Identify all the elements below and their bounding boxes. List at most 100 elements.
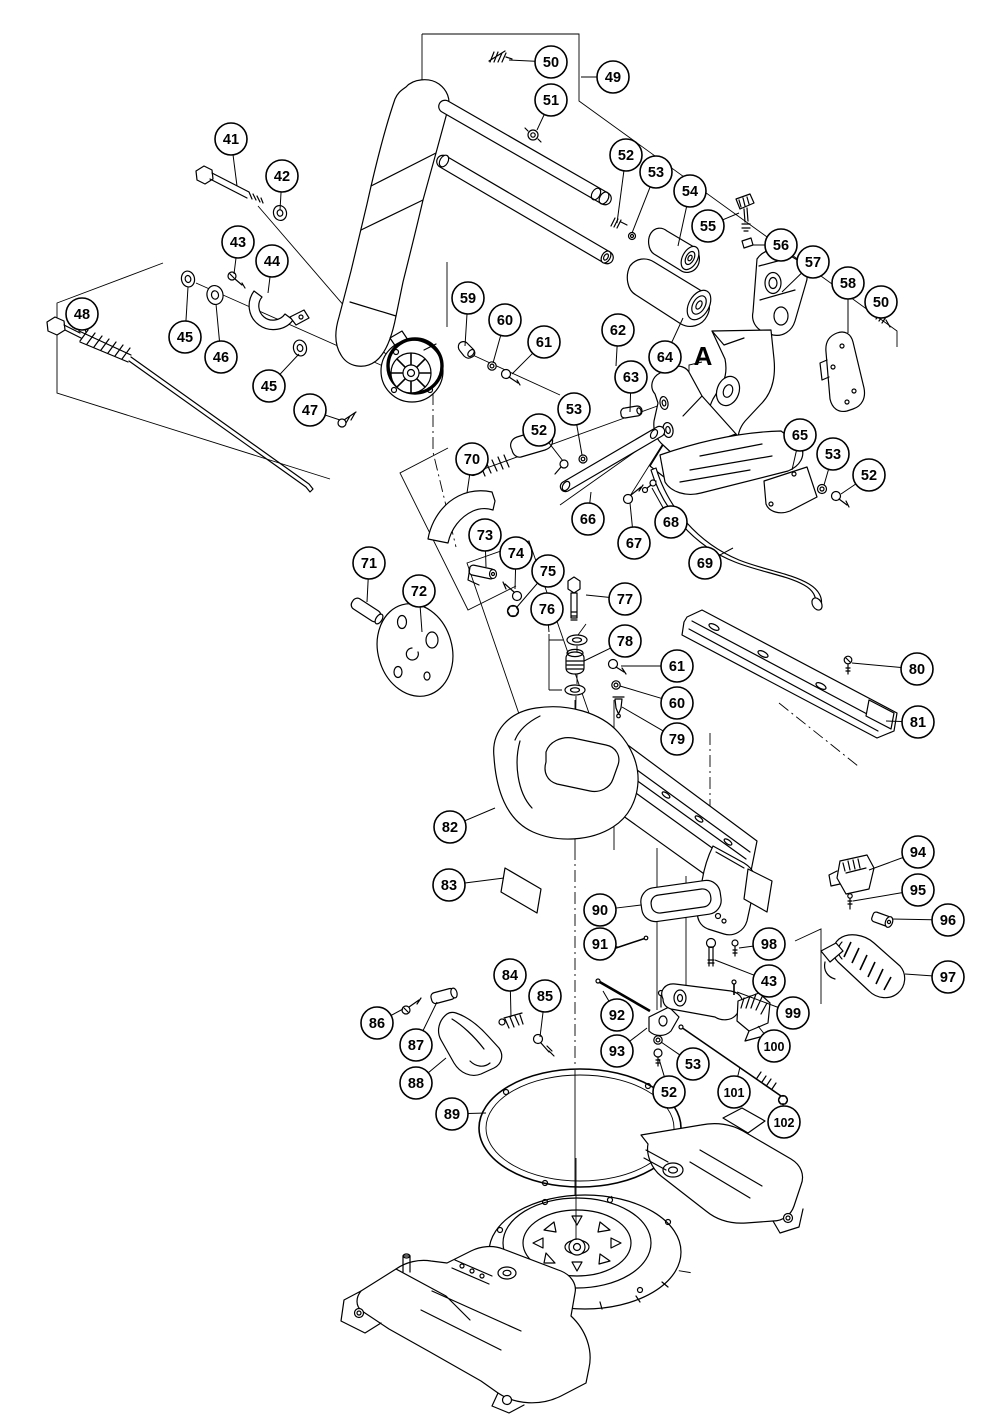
spring-screw-84 [503, 1012, 524, 1029]
leader-line-73 [484, 550, 487, 568]
leader-line-44 [267, 276, 271, 294]
callout-69: 69 [688, 546, 722, 580]
callout-75: 75 [531, 554, 565, 588]
guard-and-stack-group [350, 490, 627, 719]
callout-91: 91 [583, 927, 617, 961]
callout-99: 99 [776, 996, 810, 1030]
cover-plate-58 [825, 331, 866, 413]
callout-46: 46 [204, 340, 238, 374]
callout-53: 53 [557, 392, 591, 426]
callout-62: 62 [601, 313, 635, 347]
nut-51 [527, 129, 539, 141]
switch-94 [836, 854, 875, 895]
svg-text:43: 43 [761, 974, 777, 990]
callout-61: 61 [660, 649, 694, 683]
leader-line-94 [868, 857, 904, 871]
spring-pin-52 [610, 217, 628, 229]
leader-line-55 [722, 212, 740, 221]
leader-line-98 [738, 945, 754, 949]
leader-line-43 [714, 959, 755, 976]
leader-line-82 [464, 807, 496, 822]
callout-balloons: 4142434445464547484950515253545556575850… [65, 45, 965, 1139]
bolt-41 [195, 165, 214, 185]
leader-line-45 [279, 353, 300, 375]
washer-45b [292, 339, 308, 357]
callout-73: 73 [468, 518, 502, 552]
svg-text:50: 50 [543, 55, 559, 71]
svg-text:70: 70 [464, 452, 480, 468]
guard-clamp-44 [248, 290, 294, 331]
svg-text:53: 53 [648, 165, 664, 181]
svg-text:81: 81 [910, 715, 926, 731]
leader-line-60 [492, 335, 502, 364]
svg-text:92: 92 [609, 1008, 625, 1024]
leader-line-51 [536, 114, 545, 131]
svg-text:91: 91 [592, 937, 608, 953]
callout-45: 45 [252, 369, 286, 403]
svg-text:53: 53 [566, 402, 582, 418]
callout-85: 85 [528, 979, 562, 1013]
leader-line-69 [718, 547, 734, 556]
callout-60: 60 [660, 686, 694, 720]
callout-49: 49 [596, 60, 630, 94]
leader-line-54 [677, 206, 688, 247]
leader-line-89 [467, 1112, 487, 1115]
fence-rail-group [681, 609, 898, 739]
svg-text:86: 86 [369, 1016, 385, 1032]
leader-line-87 [422, 1001, 438, 1031]
leader-line-64 [671, 317, 684, 343]
svg-text:66: 66 [580, 512, 596, 528]
bracket-90 [640, 879, 722, 923]
callout-81: 81 [901, 705, 935, 739]
leader-line-52 [840, 483, 857, 495]
leader-line-45 [185, 286, 189, 322]
leader-line-47 [325, 414, 341, 421]
svg-text:99: 99 [785, 1006, 801, 1022]
svg-text:69: 69 [697, 556, 713, 572]
screw-61b [607, 658, 619, 670]
svg-text:43: 43 [230, 235, 246, 251]
callout-76: 76 [530, 592, 564, 626]
callout-78: 78 [608, 624, 642, 658]
washer-42 [272, 204, 288, 222]
callout-61: 61 [527, 325, 561, 359]
callout-84: 84 [493, 958, 527, 992]
svg-text:95: 95 [910, 883, 926, 899]
callout-68: 68 [654, 505, 688, 539]
callout-86: 86 [360, 1006, 394, 1040]
callout-70: 70 [455, 442, 489, 476]
svg-text:45: 45 [261, 379, 277, 395]
washer-53 [627, 231, 637, 241]
svg-text:59: 59 [460, 291, 476, 307]
rod-48 [46, 316, 66, 336]
svg-text:64: 64 [657, 350, 673, 366]
callout-98: 98 [752, 927, 786, 961]
svg-text:96: 96 [940, 913, 956, 929]
left-hardware-group [46, 165, 444, 493]
svg-text:47: 47 [302, 403, 318, 419]
callout-82: 82 [433, 810, 467, 844]
callout-97: 97 [931, 960, 965, 994]
leader-line-43 [233, 257, 237, 275]
rod-101 [680, 1026, 782, 1097]
rod-92 [597, 979, 651, 1013]
callout-48: 48 [65, 297, 99, 331]
leader-line-71 [366, 578, 369, 603]
leader-line-80 [851, 662, 902, 669]
svg-text:78: 78 [617, 634, 633, 650]
leader-line-67 [629, 502, 633, 528]
callout-88: 88 [399, 1066, 433, 1100]
guard-70 [427, 490, 496, 544]
leader-line-70 [466, 474, 471, 494]
svg-text:76: 76 [539, 602, 555, 618]
svg-text:53: 53 [825, 447, 841, 463]
callout-leader-lines [84, 59, 933, 1115]
svg-text:42: 42 [274, 169, 290, 185]
svg-text:52: 52 [531, 423, 547, 439]
leader-line-72 [419, 606, 423, 633]
callout-65: 65 [783, 418, 817, 452]
plate-65 [763, 466, 818, 514]
disc-72 [376, 603, 454, 697]
leader-line-53 [823, 469, 830, 486]
slide-tube-upper [438, 99, 612, 206]
